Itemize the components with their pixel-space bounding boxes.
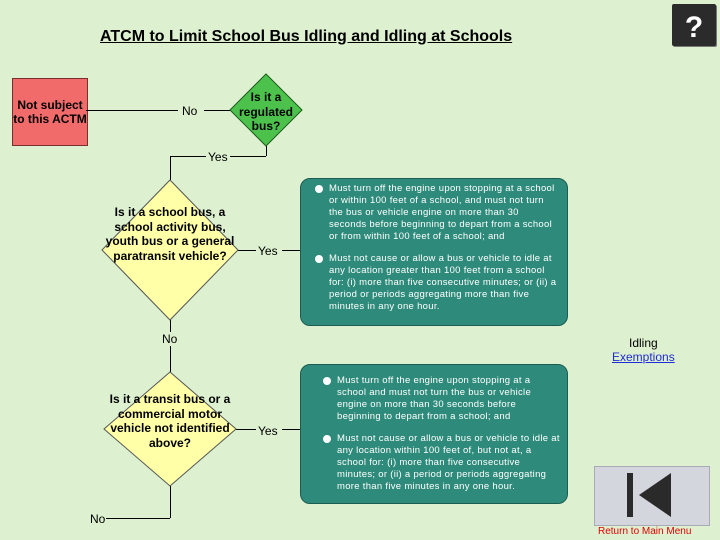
connector-q1-down — [266, 146, 267, 156]
not-subject-text: Not subject to this ACTM — [13, 98, 87, 126]
q2-diamond — [101, 179, 239, 321]
connector-q2-yes-b — [282, 250, 300, 251]
help-button[interactable]: ? — [672, 4, 716, 46]
not-subject-box: Not subject to this ACTM — [12, 78, 88, 146]
question-mark-icon: ? — [685, 11, 703, 44]
q2-no-label: No — [162, 332, 178, 346]
requirement-item: Must not cause or allow a bus or vehicle… — [313, 253, 559, 313]
svg-text:?: ? — [685, 11, 703, 44]
q2-text: Is it a school bus, a school activity bu… — [105, 205, 235, 263]
connector-to-q2 — [170, 156, 171, 180]
q3-yes-label: Yes — [258, 424, 278, 438]
requirement-item: Must not cause or allow a bus or vehicle… — [321, 433, 561, 493]
requirement-item: Must turn off the engine upon stopping a… — [321, 375, 561, 423]
q3-diamond — [103, 371, 237, 487]
return-to-start-icon — [627, 473, 671, 517]
return-button[interactable] — [594, 466, 710, 526]
requirements-box-1: Must turn off the engine upon stopping a… — [300, 178, 568, 326]
requirement-item: Must turn off the engine upon stopping a… — [313, 183, 559, 243]
connector-yes-1a — [170, 156, 206, 157]
connector-q3-no-a — [170, 486, 171, 518]
connector-q2-no-a — [170, 318, 171, 332]
q2-yes-label: Yes — [258, 244, 278, 258]
connector-q3-yes-b — [282, 429, 300, 430]
connector-yes-1b — [230, 156, 266, 157]
q1-yes-label: Yes — [208, 150, 228, 164]
bullet-icon — [323, 377, 331, 385]
exemptions-link[interactable]: Exemptions — [612, 350, 675, 364]
connector-no-1b — [204, 110, 232, 111]
connector-no-1a — [86, 110, 178, 111]
return-label[interactable]: Return to Main Menu — [598, 526, 692, 537]
requirements-box-2: Must turn off the engine upon stopping a… — [300, 364, 568, 504]
bullet-icon — [315, 185, 323, 193]
connector-q2-no-b — [170, 346, 171, 372]
q1-no-label: No — [182, 104, 198, 118]
bullet-icon — [323, 435, 331, 443]
q1-text: Is it a regulated bus? — [238, 90, 293, 133]
idling-exemptions: Idling Exemptions — [612, 336, 675, 364]
q3-text: Is it a transit bus or a commercial moto… — [109, 392, 231, 450]
page-title: ATCM to Limit School Bus Idling and Idli… — [100, 28, 513, 45]
bullet-icon — [315, 255, 323, 263]
connector-q2-yes-a — [238, 250, 256, 251]
connector-q3-yes-a — [236, 429, 256, 430]
q1-diamond — [229, 73, 303, 147]
connector-q3-no-b — [106, 518, 170, 519]
idling-label: Idling — [629, 336, 658, 350]
q3-no-label: No — [90, 512, 106, 526]
